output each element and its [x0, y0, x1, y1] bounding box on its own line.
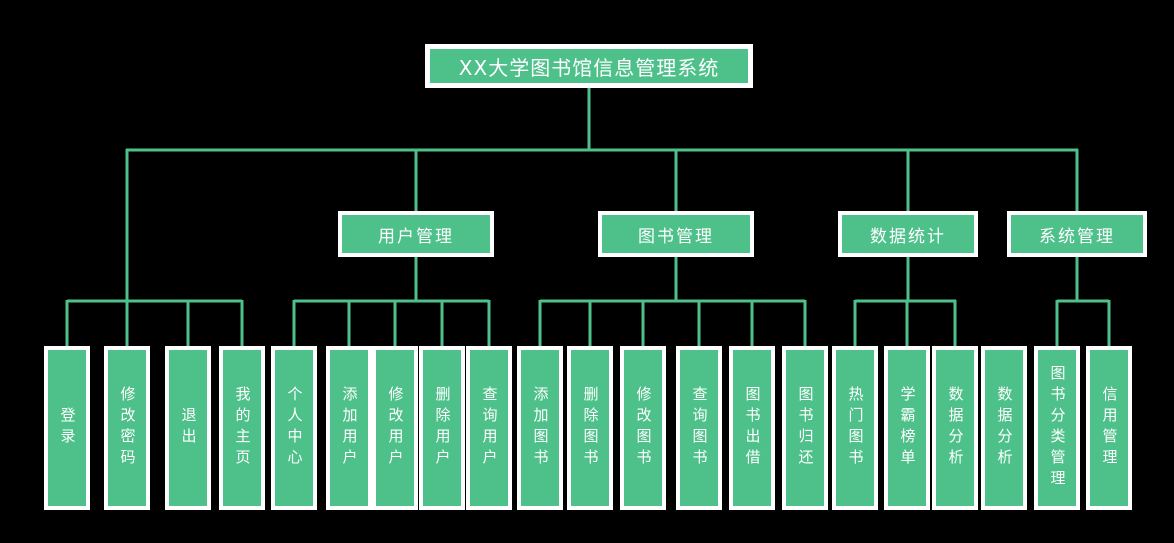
leaf-node-label: 删除图书	[581, 386, 600, 470]
leaf-node[interactable]: 退出	[165, 346, 211, 510]
leaf-node[interactable]: 图书归还	[782, 346, 828, 510]
leaf-node[interactable]: 修改密码	[104, 346, 150, 510]
branch-node-user-management[interactable]: 用户管理	[338, 211, 494, 257]
leaf-node[interactable]: 查询图书	[676, 346, 722, 510]
leaf-node[interactable]: 删除图书	[567, 346, 613, 510]
leaf-node-label: 个人中心	[285, 386, 304, 470]
leaf-node[interactable]: 添加用户	[326, 346, 372, 510]
leaf-node[interactable]: 修改图书	[620, 346, 666, 510]
leaf-node-label: 查询图书	[690, 386, 709, 470]
branch-node-data-statistics[interactable]: 数据统计	[838, 211, 978, 257]
leaf-node-label: 删除用户	[433, 386, 452, 470]
leaf-node[interactable]: 学霸榜单	[884, 346, 930, 510]
leaf-node-label: 数据分析	[946, 386, 965, 470]
leaf-node-label: 添加用户	[340, 386, 359, 470]
leaf-node[interactable]: 添加图书	[517, 346, 563, 510]
leaf-node[interactable]: 热门图书	[832, 346, 878, 510]
leaf-node-label: 热门图书	[846, 386, 865, 470]
leaf-node-label: 修改密码	[118, 386, 137, 470]
leaf-node-label: 图书出借	[743, 386, 762, 470]
leaf-node-label: 修改用户	[386, 386, 405, 470]
leaf-node[interactable]: 我的主页	[219, 346, 265, 510]
leaf-node[interactable]: 删除用户	[419, 346, 465, 510]
branch-node-book-management[interactable]: 图书管理	[598, 211, 754, 257]
leaf-node[interactable]: 信用管理	[1086, 346, 1132, 510]
leaf-node[interactable]: 图书出借	[729, 346, 775, 510]
leaf-node-label: 信用管理	[1100, 386, 1119, 470]
leaf-node-label: 查询用户	[480, 386, 499, 470]
leaf-node[interactable]: 个人中心	[271, 346, 317, 510]
leaf-node[interactable]: 数据分析	[981, 346, 1027, 510]
root-node[interactable]: XX大学图书馆信息管理系统	[425, 44, 753, 88]
leaf-node[interactable]: 数据分析	[932, 346, 978, 510]
root-node-label: XX大学图书馆信息管理系统	[458, 55, 720, 80]
leaf-node[interactable]: 修改用户	[372, 346, 418, 510]
leaf-node-label: 学霸榜单	[898, 386, 917, 470]
leaf-node-label: 修改图书	[634, 386, 653, 470]
branch-node-label: 用户管理	[378, 226, 454, 247]
branch-node-label: 图书管理	[638, 226, 714, 247]
leaf-node[interactable]: 图书分类管理	[1034, 346, 1080, 510]
connector-leaf-drops	[65, 300, 1111, 347]
leaf-node[interactable]: 登录	[44, 346, 90, 510]
branch-node-label: 系统管理	[1039, 226, 1115, 247]
branch-node-label: 数据统计	[870, 226, 946, 247]
leaf-node-label: 退出	[179, 407, 198, 449]
leaf-node-label: 登录	[58, 407, 77, 449]
connector-branch-drops	[414, 255, 1079, 302]
leaf-node-label: 我的主页	[233, 386, 252, 470]
leaf-node-label: 添加图书	[531, 386, 550, 470]
connector-top-bus	[125, 86, 1079, 347]
leaf-node-label: 图书归还	[796, 386, 815, 470]
leaf-node[interactable]: 查询用户	[466, 346, 512, 510]
leaf-node-label: 图书分类管理	[1048, 365, 1067, 491]
leaf-node-label: 数据分析	[995, 386, 1014, 470]
branch-node-system-management[interactable]: 系统管理	[1007, 211, 1147, 257]
